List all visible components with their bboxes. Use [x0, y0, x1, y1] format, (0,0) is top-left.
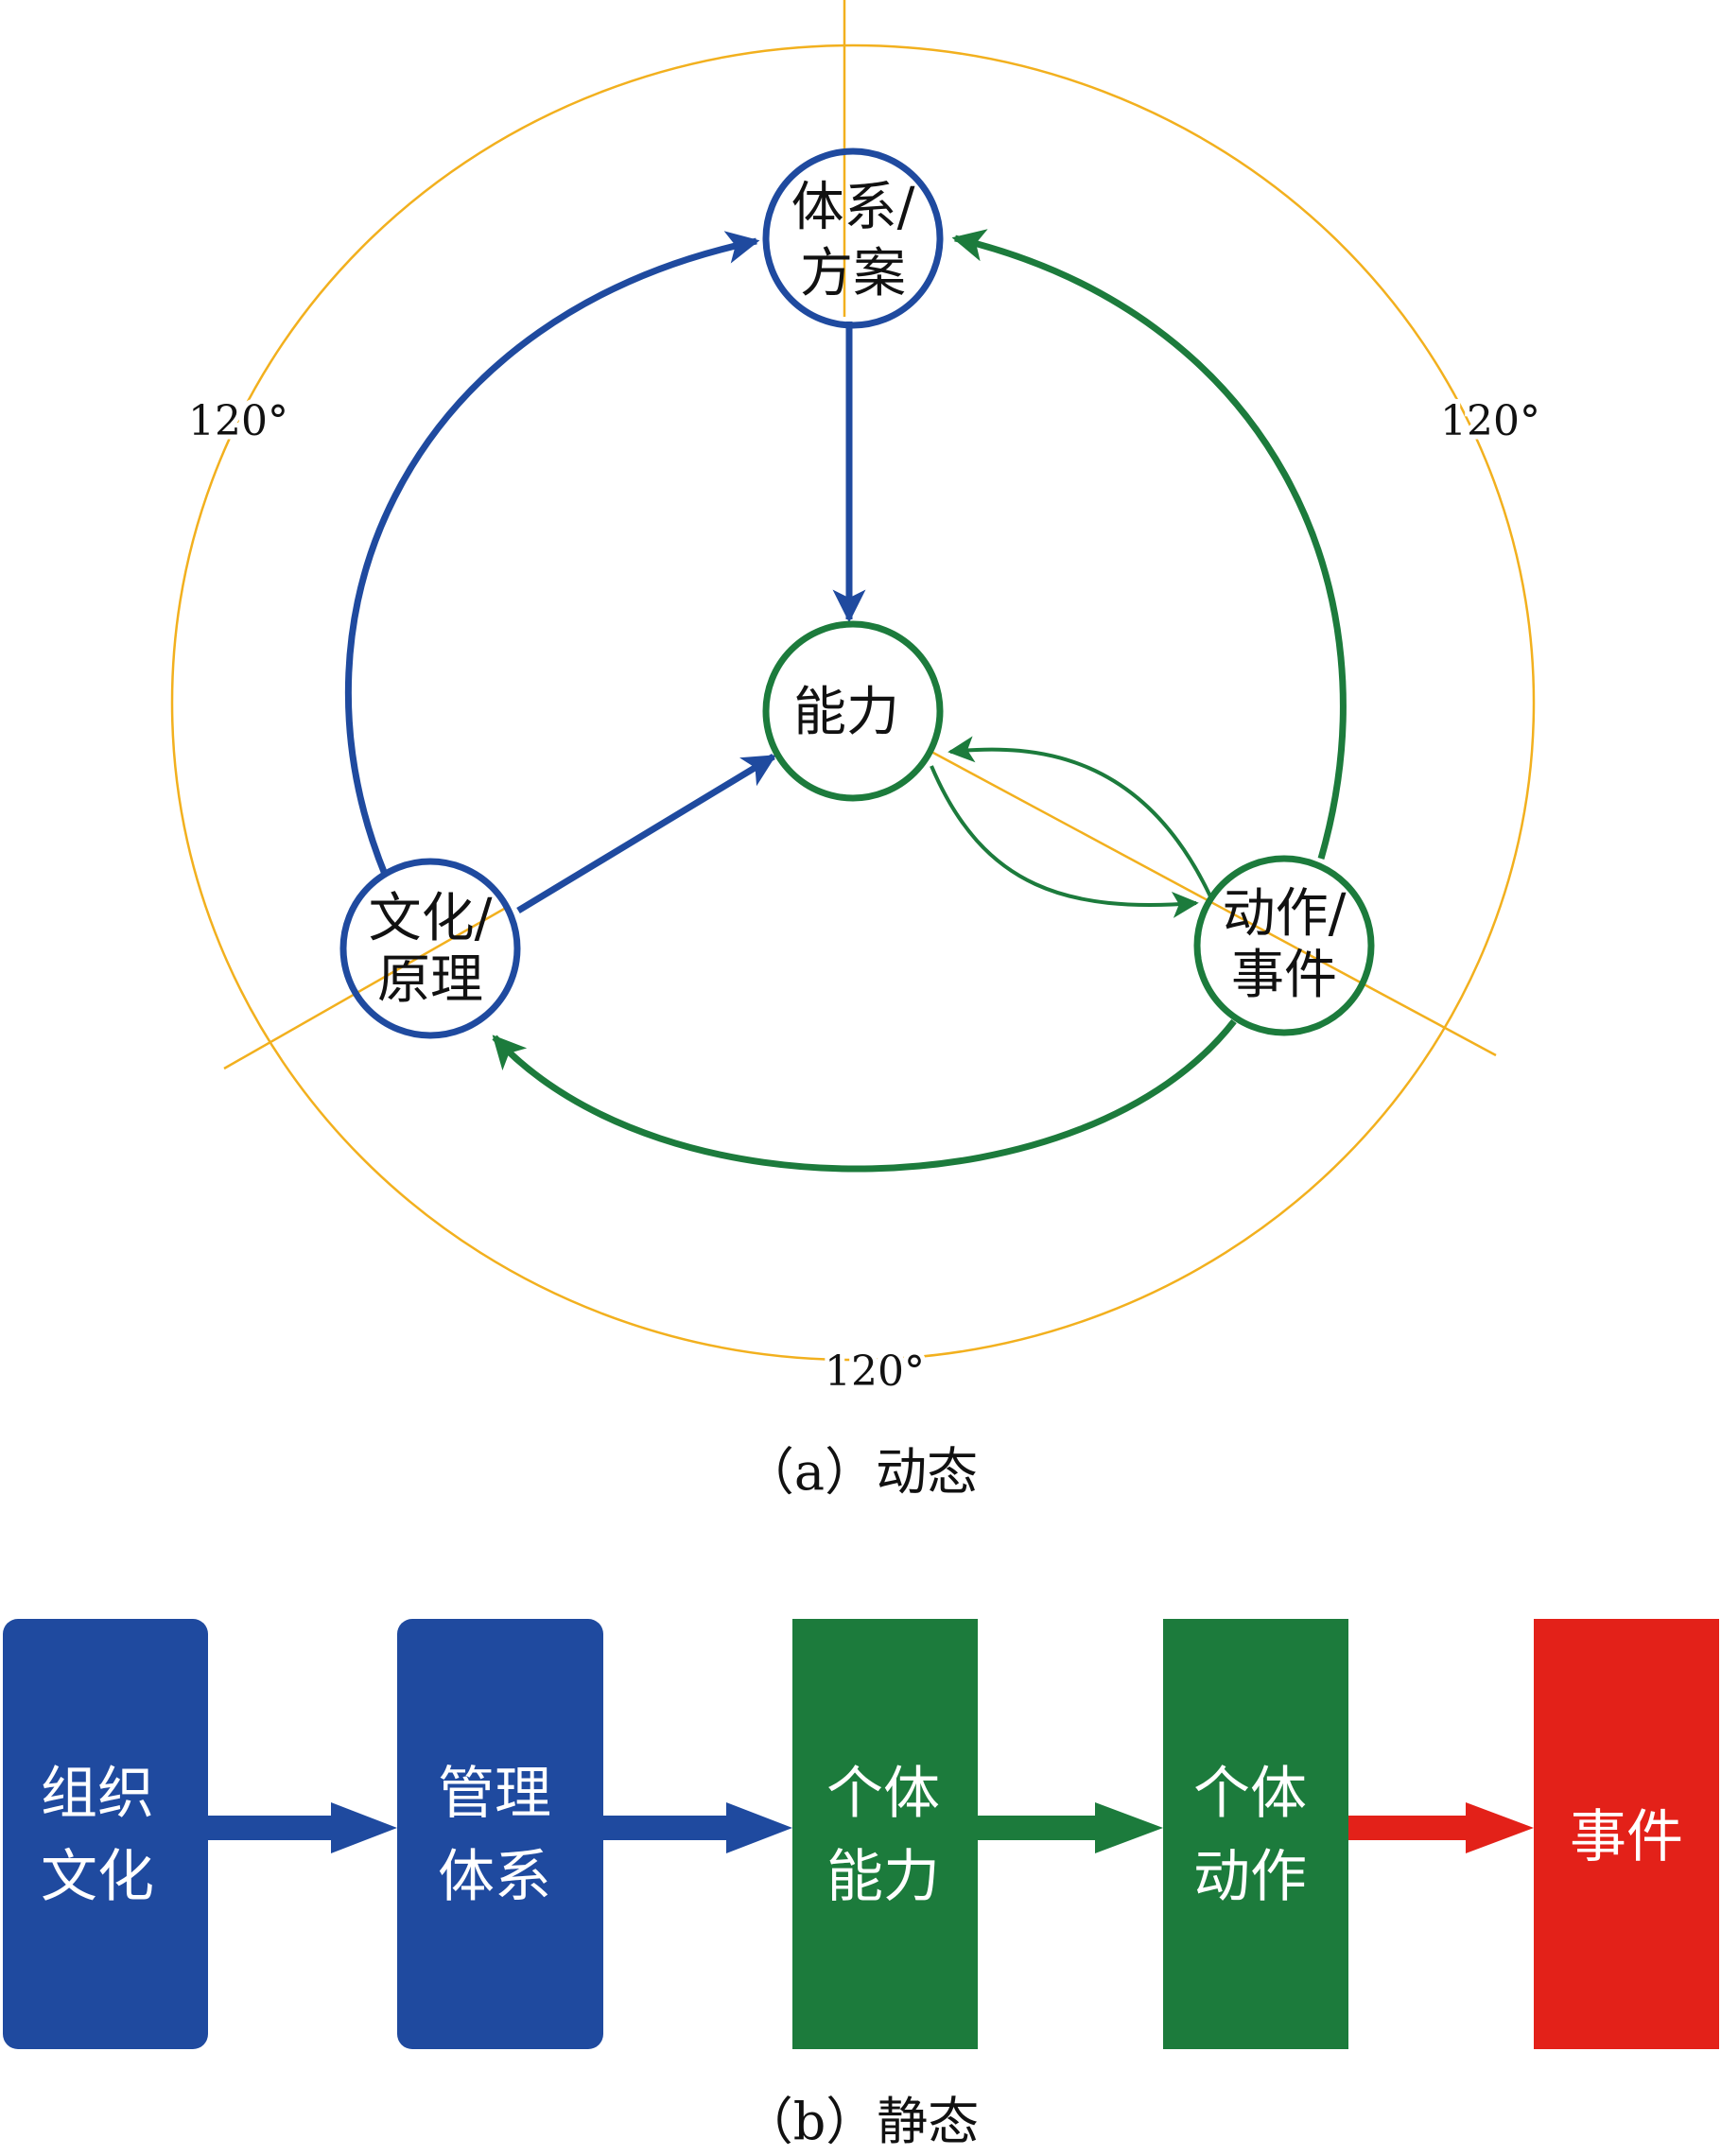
- node-action-line2: 事件: [1231, 945, 1337, 1006]
- arrow-action-to-system: [951, 229, 1347, 860]
- node-system-line2: 方案: [800, 243, 906, 304]
- box-1-line1: 组织: [41, 1761, 154, 1827]
- outer-orbit-ellipse: [170, 43, 1536, 1362]
- arrow-capability-to-action: [930, 765, 1199, 918]
- node-system: 体系/ 方案: [762, 148, 944, 329]
- flow-arrow-1: [206, 1802, 397, 1853]
- node-culture: 文化/ 原理: [339, 858, 521, 1039]
- angle-label-bottom: 120°: [825, 1348, 925, 1396]
- arrow-culture-to-system: [344, 231, 760, 878]
- box-individual-capability: 个体 能力: [792, 1619, 978, 2049]
- flow-arrow-2: [601, 1802, 792, 1853]
- box-4-line2: 动作: [1193, 1844, 1307, 1910]
- node-action: 动作/ 事件: [1193, 855, 1375, 1036]
- caption-static: （b）静态: [742, 2092, 980, 2151]
- angle-label-left: 120°: [188, 397, 288, 445]
- box-4-line1: 个体: [1193, 1761, 1307, 1827]
- box-3-line1: 个体: [826, 1761, 940, 1827]
- flow-arrow-4: [1347, 1802, 1534, 1853]
- box-management-system: 管理 体系: [397, 1619, 603, 2049]
- arrow-action-to-capability: [947, 736, 1212, 897]
- guide-line-left: [223, 906, 507, 1070]
- node-culture-line1: 文化/: [369, 888, 493, 949]
- box-organization-culture: 组织 文化: [3, 1619, 208, 2049]
- box-3-line2: 能力: [826, 1844, 940, 1910]
- node-culture-line2: 原理: [377, 949, 483, 1011]
- arrow-culture-to-capability: [516, 754, 776, 913]
- box-individual-action: 个体 动作: [1163, 1619, 1348, 2049]
- guide-line-right: [930, 750, 1497, 1057]
- arrow-action-to-culture: [492, 1018, 1237, 1173]
- node-system-line1: 体系/: [791, 177, 915, 238]
- dynamic-diagram: 体系/ 方案 能力 文化/ 原理 动作/ 事件 120° 120° 120° （…: [170, 0, 1545, 1502]
- box-1-line2: 文化: [41, 1844, 154, 1910]
- angle-label-right: 120°: [1440, 397, 1540, 445]
- box-event: 事件: [1534, 1619, 1719, 2049]
- flow-arrow-3: [976, 1802, 1163, 1853]
- box-5-line1: 事件: [1570, 1804, 1683, 1870]
- node-capability-label: 能力: [793, 682, 899, 743]
- static-diagram: 组织 文化 管理 体系 个体 能力 个体 动作 事件 （b）静态: [3, 1619, 1719, 2151]
- node-action-line1: 动作/: [1223, 883, 1347, 945]
- caption-dynamic: （a）动态: [743, 1442, 978, 1502]
- node-capability: 能力: [762, 620, 944, 802]
- box-2-line1: 管理: [438, 1761, 551, 1827]
- box-2-line2: 体系: [438, 1844, 551, 1910]
